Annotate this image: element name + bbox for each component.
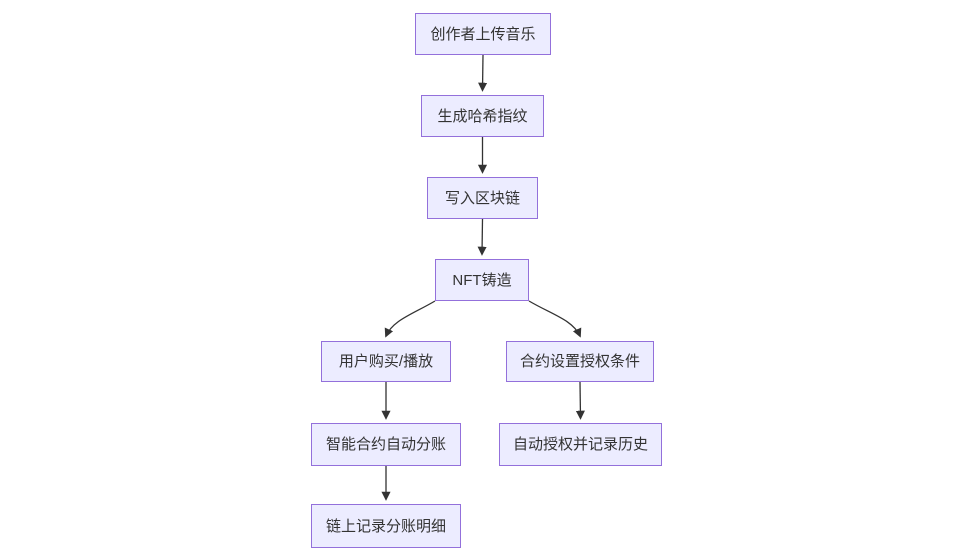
flowchart-node-upload: 创作者上传音乐 <box>415 13 551 55</box>
edge-authcond-to-authrec <box>575 381 585 420</box>
edge-chain-to-nft <box>477 218 487 256</box>
node-label-chain: 写入区块链 <box>444 189 520 207</box>
edge-nft-to-purchase <box>384 300 436 338</box>
node-label-nft: NFT铸造 <box>452 271 512 289</box>
node-label-hash: 生成哈希指纹 <box>437 107 528 125</box>
flowchart-node-chain: 写入区块链 <box>427 177 538 219</box>
flowchart-node-record: 链上记录分账明细 <box>311 504 461 548</box>
edge-nft-to-authcond <box>528 300 582 338</box>
node-label-purchase: 用户购买/播放 <box>338 353 434 370</box>
flowchart-node-split: 智能合约自动分账 <box>311 423 461 466</box>
node-label-split: 智能合约自动分账 <box>325 436 446 453</box>
flowchart-node-hash: 生成哈希指纹 <box>421 95 544 137</box>
node-label-record: 链上记录分账明细 <box>325 517 446 535</box>
flowchart-node-authrec: 自动授权并记录历史 <box>499 423 662 466</box>
flowchart-node-authcond: 合约设置授权条件 <box>506 341 654 382</box>
flowchart-node-purchase: 用户购买/播放 <box>321 341 451 382</box>
node-label-authcond: 合约设置授权条件 <box>519 353 640 370</box>
node-label-authrec: 自动授权并记录历史 <box>512 436 648 453</box>
flowchart-node-nft: NFT铸造 <box>435 259 529 301</box>
node-label-upload: 创作者上传音乐 <box>430 25 536 43</box>
edge-upload-to-hash <box>478 54 488 92</box>
